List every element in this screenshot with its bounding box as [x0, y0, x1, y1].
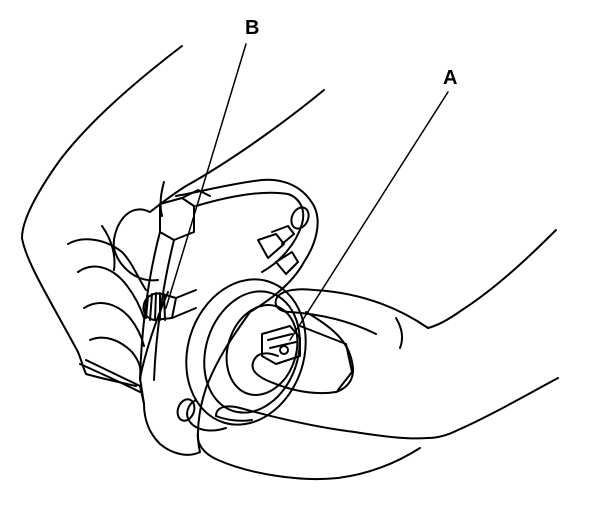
leader-line-a: [290, 92, 448, 340]
callout-label-b: B: [245, 17, 260, 39]
flange-top-lug-face: [182, 190, 210, 198]
left-hand-back: [150, 90, 324, 212]
left-forearm-outline-top: [22, 46, 182, 238]
left-finger-1: [68, 239, 146, 290]
right-finger-crease: [216, 416, 252, 421]
right-thumb: [187, 400, 226, 430]
bolt-hole-upper: [288, 205, 312, 232]
body-bottom-edge: [86, 360, 144, 404]
left-wrist-crease: [102, 226, 115, 270]
housing-notch: [276, 252, 298, 274]
left-forearm-outline-bottom: [22, 238, 86, 374]
gear-shaft: [143, 290, 196, 320]
right-forearm-bottom: [428, 378, 558, 438]
right-palm: [306, 312, 353, 392]
tool-hub-face: [268, 334, 296, 348]
left-palm-edge: [86, 374, 136, 386]
right-hand: [187, 230, 558, 479]
housing-rib-2: [272, 226, 294, 244]
body-lower-rail: [80, 364, 140, 392]
right-finger-2: [253, 353, 337, 393]
left-finger-2: [78, 267, 144, 318]
gear-teeth: [146, 293, 165, 320]
seal-bore: [168, 264, 324, 441]
left-knuckle-line: [161, 182, 164, 216]
tool-hub: [262, 326, 300, 364]
callout-label-a: A: [443, 67, 458, 89]
right-knuckle: [396, 318, 402, 348]
left-hand: [22, 46, 324, 386]
callouts: [166, 44, 448, 340]
right-finger-top: [276, 289, 428, 334]
right-forearm-top: [428, 230, 556, 328]
hub-pin: [280, 346, 288, 354]
right-finger-4: [198, 432, 420, 479]
leader-line-b: [166, 44, 246, 308]
shaft-line: [172, 290, 196, 318]
housing-rib-1: [258, 234, 284, 258]
tool-body-right: [300, 326, 352, 390]
bolt-hole-lower: [175, 397, 198, 423]
pump-housing: [80, 180, 318, 455]
bore-inner-ring: [189, 279, 315, 425]
bore-outer-ring: [168, 264, 324, 441]
flange-face-edge: [196, 193, 303, 272]
right-finger-3: [216, 406, 428, 438]
